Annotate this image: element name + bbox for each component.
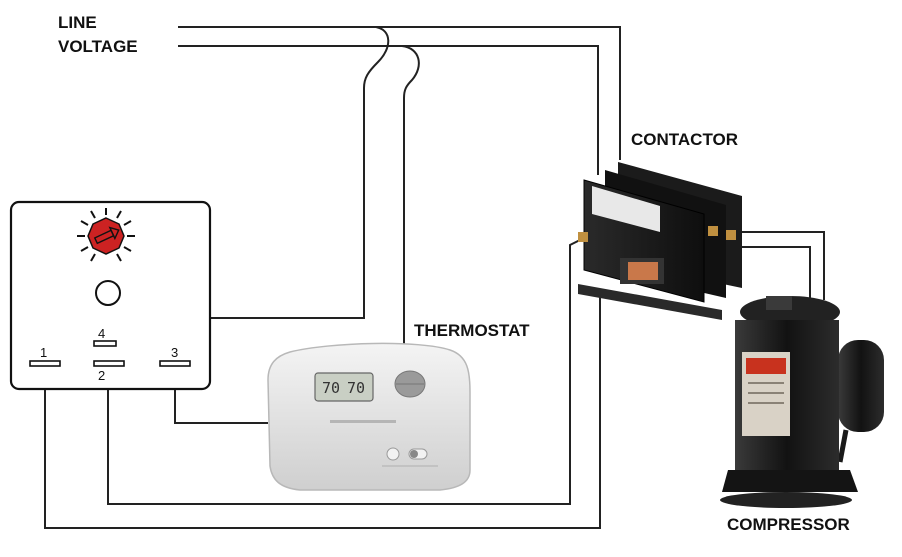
thermostat-display [314, 372, 374, 402]
terminal-1-wire [44, 296, 601, 529]
thermostat-display-left: 70 [322, 379, 340, 397]
terminal-4-wire [102, 26, 390, 342]
control-box: 1 2 3 4 [9, 200, 212, 391]
thermostat-switch-knob [410, 450, 418, 458]
compressor-accumulator [838, 340, 884, 432]
contactor-base [578, 284, 722, 320]
compressor-label: COMPRESSOR [727, 515, 850, 534]
contactor-label-plate [592, 186, 660, 232]
compressor-label-line-3 [748, 402, 784, 404]
thermostat-brand-mark [330, 420, 396, 423]
contactor [578, 162, 742, 320]
thermostat-display-right: 70 [347, 379, 365, 397]
timer-knob-icon [77, 208, 135, 262]
line-voltage-wire-1 [178, 26, 621, 160]
terminal-3 [159, 360, 191, 367]
compressor-suction-pipe [837, 429, 849, 463]
thermostat-switch-1 [386, 447, 400, 461]
contactor-load-terminal-2 [726, 230, 736, 240]
wires [44, 26, 825, 529]
line-voltage-wire-2 [178, 45, 599, 175]
terminal-3-label: 3 [171, 345, 178, 360]
terminal-1 [29, 360, 61, 367]
thermostat-switch-caption-mark [382, 465, 438, 467]
compressor-terminal-cover [766, 296, 792, 310]
contactor-coil-winding [628, 262, 658, 280]
terminal-4-label: 4 [98, 326, 105, 341]
compressor-wire-2 [712, 246, 811, 300]
compressor-feet [722, 470, 858, 492]
thermostat-supply-wire [401, 45, 420, 345]
terminal-2 [93, 360, 125, 367]
contactor-load-terminal-1 [708, 226, 718, 236]
line-voltage-label-1: LINE [58, 13, 97, 32]
thermostat: 70 70 [267, 342, 471, 491]
terminal-2-wire [107, 237, 585, 505]
indicator-light [95, 280, 121, 306]
thermostat-label: THERMOSTAT [414, 321, 530, 340]
compressor-warning-stripe [746, 358, 786, 374]
contactor-coil-terminal [578, 232, 588, 242]
line-voltage-label-2: VOLTAGE [58, 37, 138, 56]
contactor-label: CONTACTOR [631, 130, 738, 149]
terminal-1-label: 1 [40, 345, 47, 360]
compressor-label-line-1 [748, 382, 784, 384]
thermostat-body [267, 342, 471, 491]
compressor-label-line-2 [748, 392, 784, 394]
compressor-base [720, 492, 852, 508]
compressor-wire-1 [732, 231, 825, 300]
terminal-4 [93, 340, 117, 347]
terminal-2-label: 2 [98, 368, 105, 383]
compressor [720, 296, 884, 508]
